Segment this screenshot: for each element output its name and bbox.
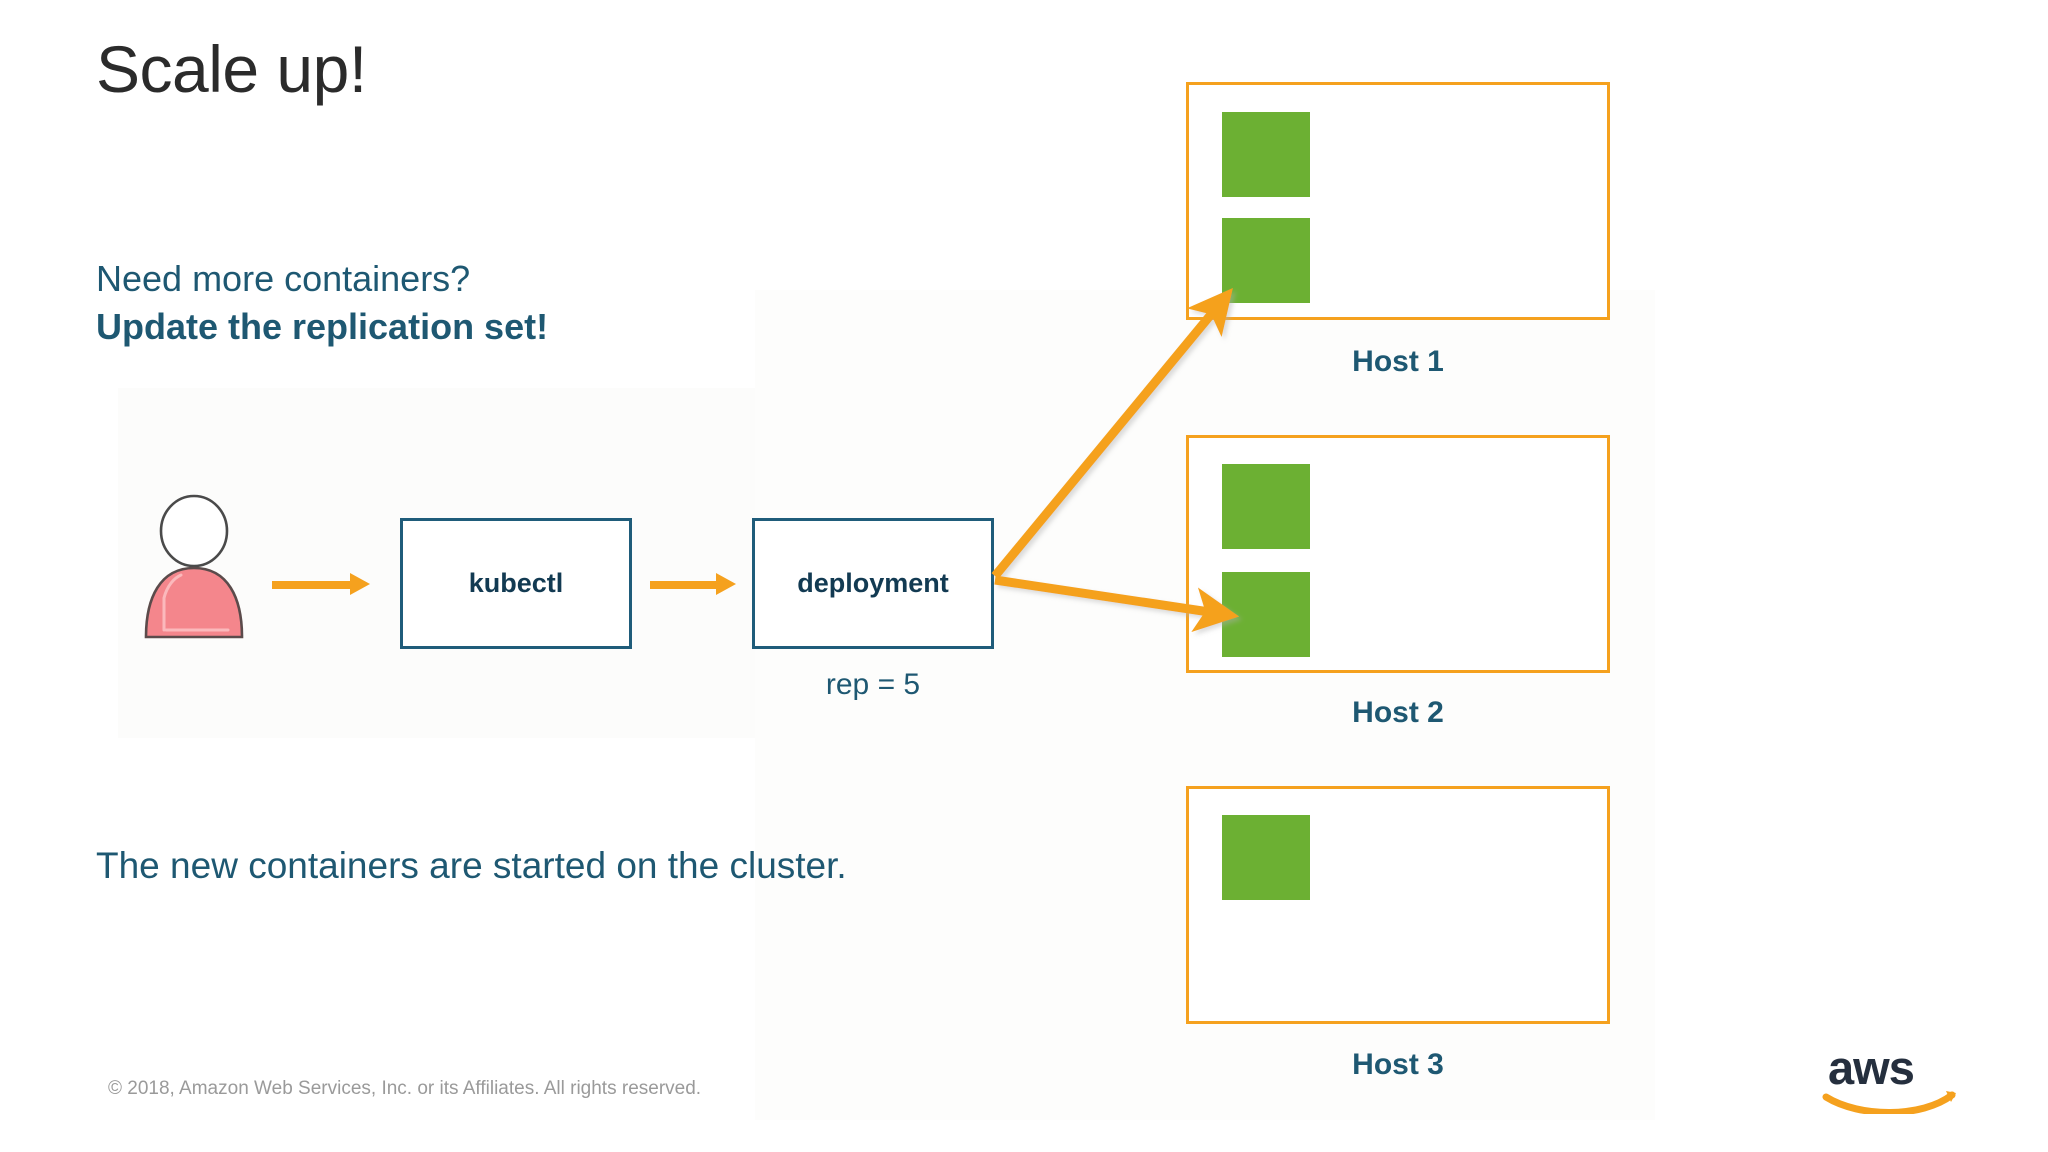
arrow-head [716, 573, 736, 595]
arrow-shaft [272, 581, 352, 589]
arrow-head [350, 573, 370, 595]
svg-text:aws: aws [1828, 1041, 1914, 1094]
kubectl-label: kubectl [468, 568, 564, 598]
aws-logo: aws [1820, 1040, 1960, 1116]
container-square [1222, 815, 1310, 900]
container-square [1222, 218, 1310, 303]
lead-line-1: Need more containers? [96, 258, 471, 299]
deployment-label: deployment [797, 568, 949, 598]
kubectl-box[interactable]: kubectl [400, 518, 632, 649]
lead-text: Need more containers? Update the replica… [96, 258, 548, 348]
arrow-kubectl-to-deployment [650, 573, 738, 595]
arrow-person-to-kubectl [272, 573, 372, 595]
host-label-1: Host 1 [1352, 345, 1444, 378]
host-label-2: Host 2 [1352, 696, 1444, 729]
page-title: Scale up! [96, 32, 367, 106]
replicas-label: rep = 5 [825, 668, 921, 701]
caption-text: The new containers are started on the cl… [96, 845, 847, 886]
copyright-footer: © 2018, Amazon Web Services, Inc. or its… [108, 1078, 702, 1099]
host-label-3: Host 3 [1352, 1048, 1444, 1081]
container-square [1222, 112, 1310, 197]
container-square [1222, 464, 1310, 549]
container-square [1222, 572, 1310, 657]
lead-line-2: Update the replication set! [96, 306, 549, 348]
person-icon [136, 494, 252, 640]
arrow-shaft [650, 581, 718, 589]
deployment-box[interactable]: deployment [752, 518, 994, 649]
